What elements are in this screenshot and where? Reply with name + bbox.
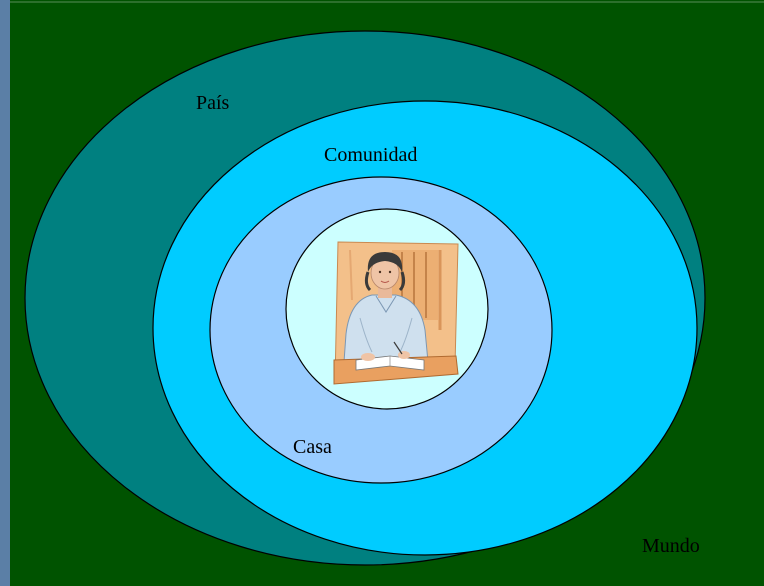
comunidad-label: Comunidad (324, 144, 417, 166)
woman-at-desk-clipart (333, 241, 459, 385)
pais-label: País (196, 92, 230, 114)
casa-label: Casa (293, 436, 332, 458)
left-edge-strip (0, 0, 10, 586)
mundo-label: Mundo (642, 535, 700, 557)
